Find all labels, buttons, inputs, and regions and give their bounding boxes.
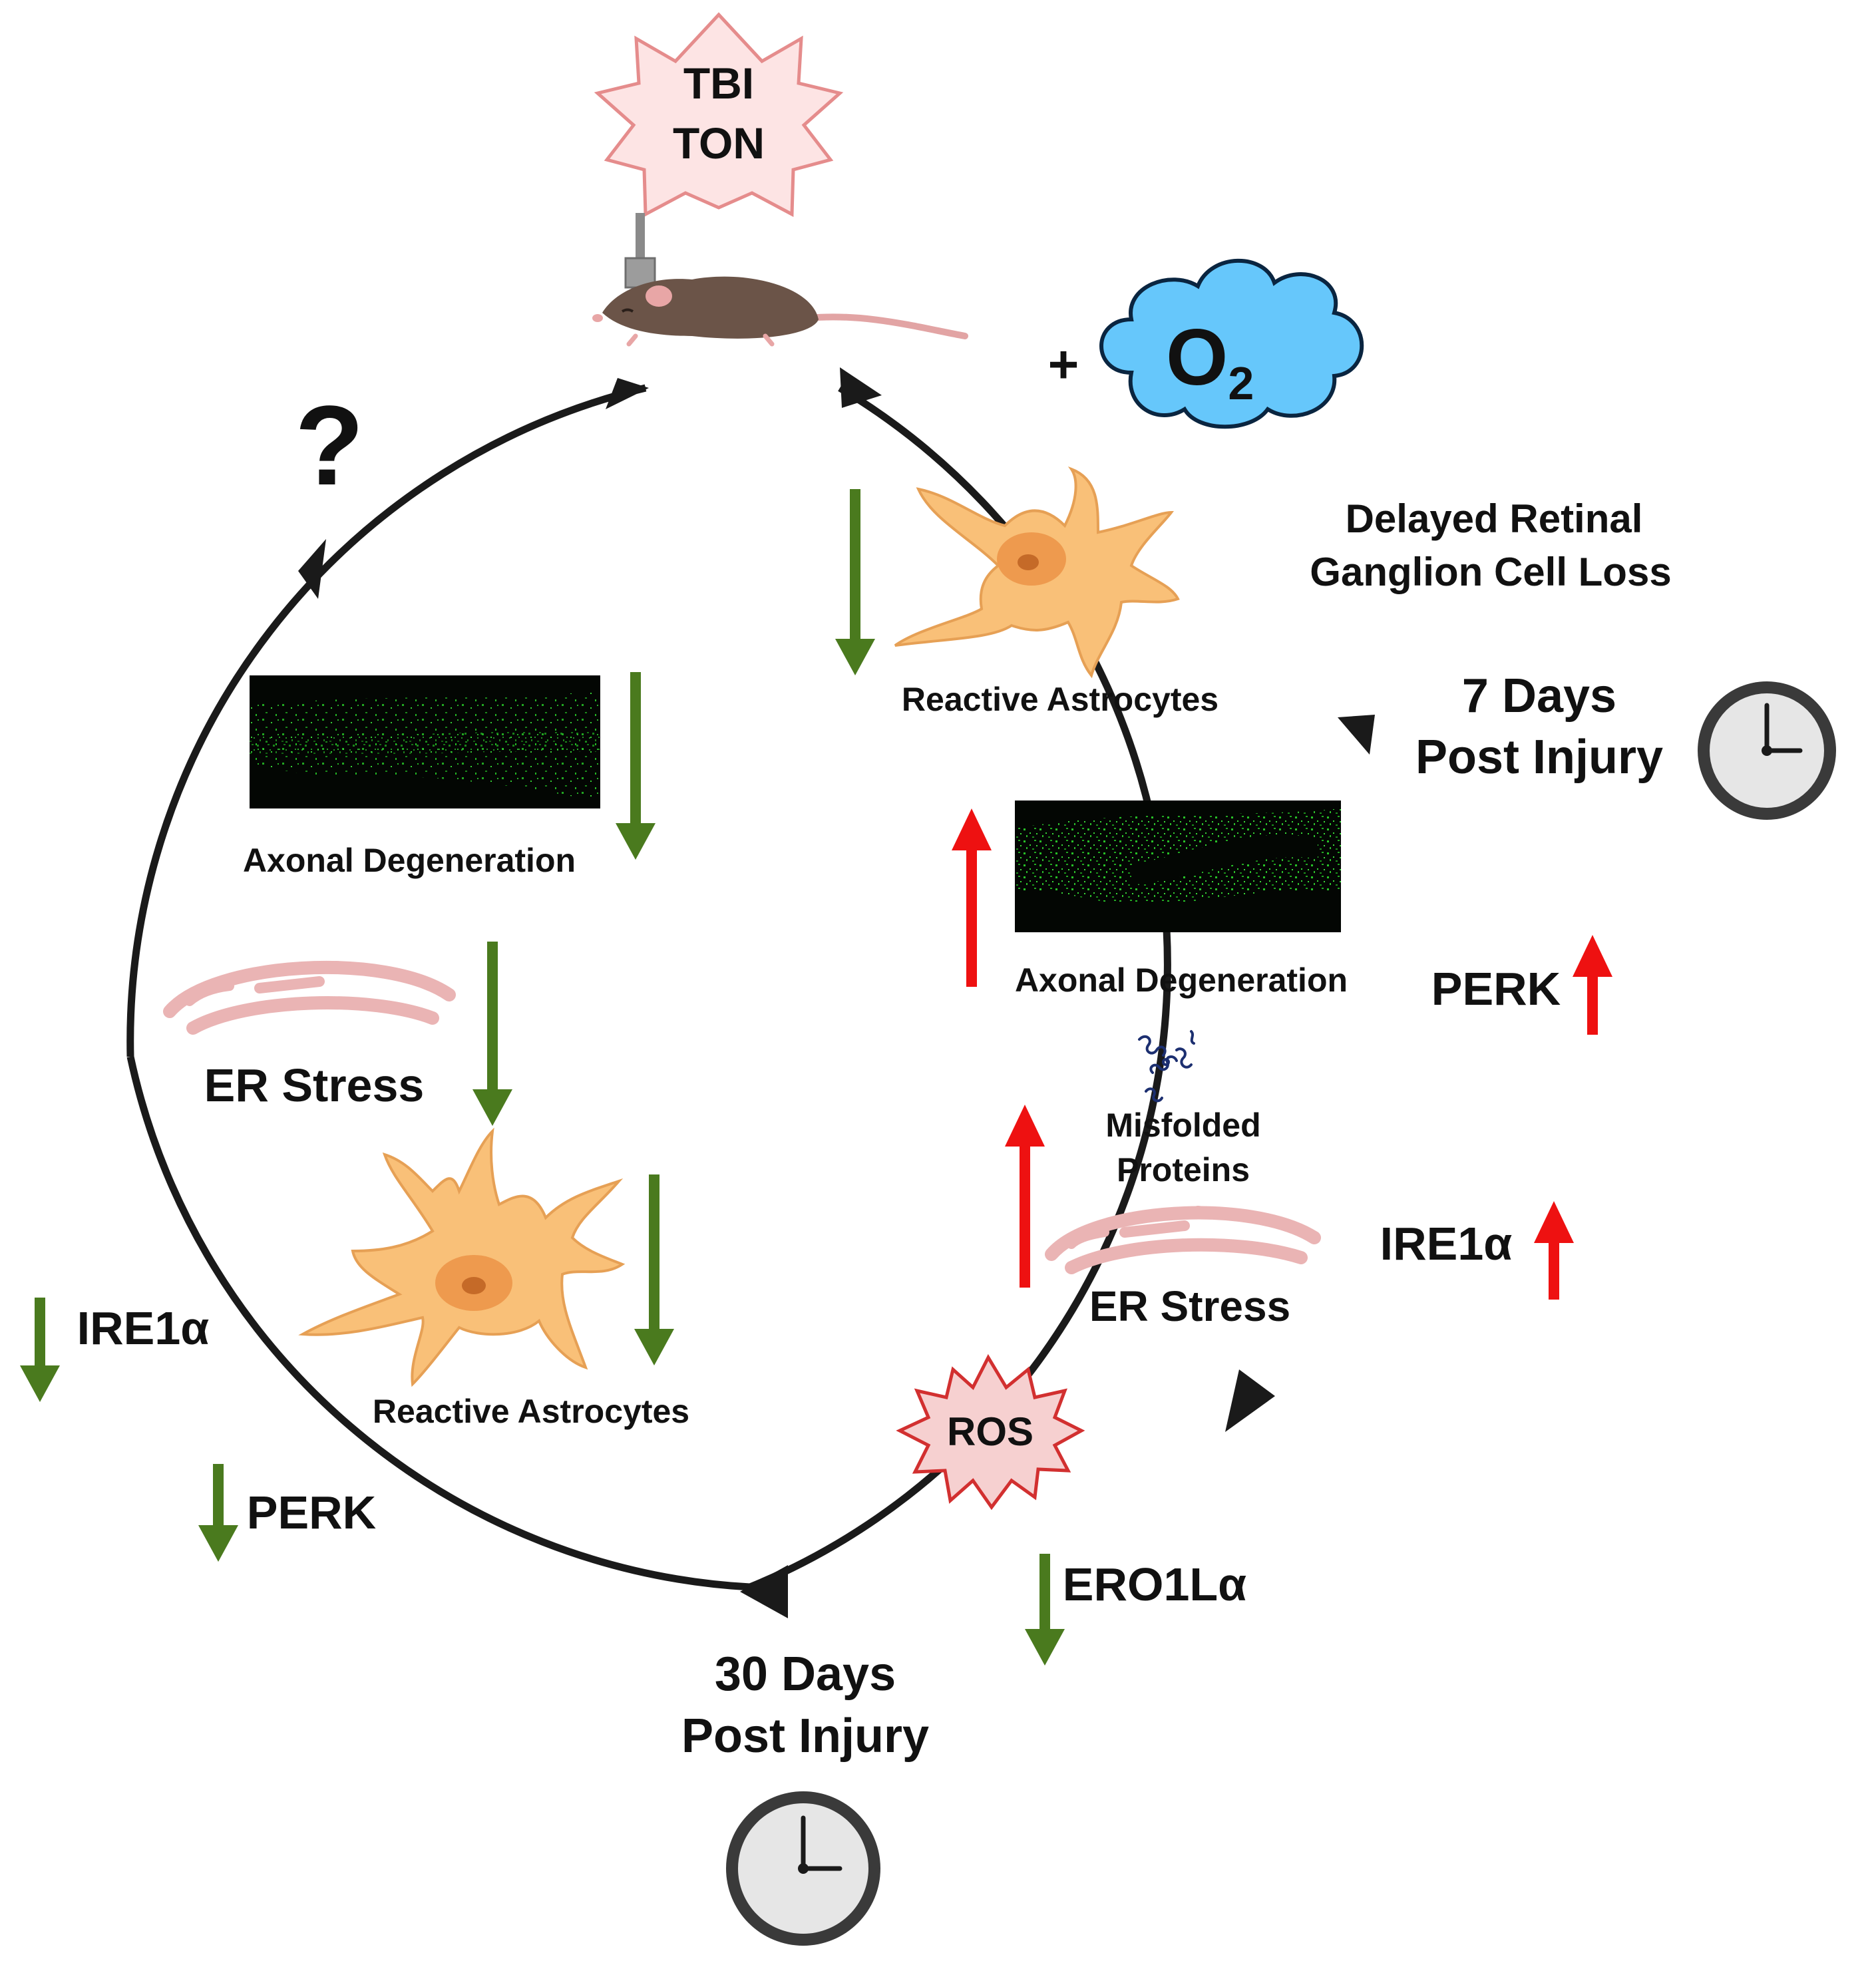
day30-perk-down-arrow (198, 1464, 238, 1562)
er-membrane-icon-day7 (1045, 1206, 1321, 1274)
day30-ire1a-label: IRE1α (77, 1302, 210, 1354)
day30-er-stress-label: ER Stress (204, 1059, 425, 1111)
question-mark: ? (295, 383, 364, 509)
day30-perk-label: PERK (247, 1487, 376, 1538)
mouse-eye (621, 308, 634, 313)
clock-icon-day30 (726, 1791, 880, 1946)
mouse-feet (626, 333, 775, 347)
mouse-tail (805, 313, 968, 339)
ero1la-label: ERO1Lα (1063, 1558, 1246, 1610)
mouse-icon (592, 213, 968, 347)
day30-axonal-degeneration-label: Axonal Degeneration (243, 842, 576, 879)
day7-astrocyte-down-arrow (835, 489, 875, 675)
delayed-rgc-loss-line1: Delayed Retinal (1346, 496, 1643, 541)
arrowhead-day7 (1338, 715, 1375, 755)
arrowhead-top-left (606, 378, 649, 409)
day30-er-stress-down-arrow (472, 942, 512, 1126)
day30-astrocyte-down-arrow (634, 1174, 674, 1365)
day30-reactive-astrocytes-label: Reactive Astrocytes (373, 1393, 689, 1430)
ero1la-down-arrow (1025, 1554, 1065, 1666)
misfolded-protein-icon (1138, 1030, 1195, 1103)
oxygen-symbol: O2 (1166, 313, 1254, 409)
misfolded-proteins-line2: Proteins (1117, 1151, 1250, 1188)
mouse-ear (643, 283, 675, 309)
day30-ire1a-down-arrow (20, 1298, 60, 1402)
injury-label-tbi: TBI (683, 59, 754, 108)
misfolded-proteins-line1: Misfolded (1105, 1107, 1260, 1144)
arrowhead-left (298, 539, 326, 599)
day7-axonal-degeneration-label: Axonal Degeneration (1015, 962, 1348, 999)
day7-ire1a-up-arrow (1534, 1201, 1574, 1300)
ros-starburst: ROS (896, 1353, 1085, 1511)
astrocyte-icon-day30 (298, 1127, 626, 1387)
ros-label: ROS (947, 1409, 1033, 1454)
day7-er-stress-up-arrow (1005, 1105, 1045, 1288)
day7-perk-up-arrow (1573, 935, 1612, 1035)
arrowhead-top-right (840, 367, 882, 408)
oxygen-group: + O2 (1048, 258, 1364, 429)
day7-label-line1: 7 Days (1462, 669, 1616, 723)
arrowhead-lower-right (1225, 1369, 1275, 1432)
microscopy-image-day7 (1015, 801, 1341, 932)
arrowhead-bottom (740, 1565, 788, 1618)
day7-reactive-astrocytes-label: Reactive Astrocytes (902, 681, 1219, 718)
delayed-rgc-loss-line2: Ganglion Cell Loss (1310, 550, 1671, 594)
cycle-arrowheads (298, 367, 1375, 1618)
oxygen-cloud (1099, 258, 1364, 429)
day7-label-line2: Post Injury (1415, 731, 1663, 784)
injury-badge: TBI TON (594, 12, 844, 218)
er-membrane-icon-day30 (163, 961, 456, 1035)
astrocyte-icon-day7 (894, 466, 1180, 679)
day7-perk-label: PERK (1431, 963, 1561, 1015)
day30-label-line2: Post Injury (681, 1709, 929, 1763)
oxygen-plus: + (1048, 335, 1079, 394)
day7-er-stress-label: ER Stress (1089, 1282, 1290, 1330)
day7-axonal-up-arrow (952, 808, 992, 987)
mouse-nose (592, 314, 603, 322)
clock-icon-day7 (1698, 681, 1836, 820)
impactor-rod (636, 213, 645, 263)
injury-star (594, 12, 844, 218)
injury-label-ton: TON (673, 118, 765, 168)
day30-label-line1: 30 Days (715, 1648, 896, 1701)
microscopy-image-day30 (250, 675, 600, 808)
day7-ire1a-label: IRE1α (1380, 1218, 1513, 1270)
day30-axonal-down-arrow (616, 672, 656, 860)
oxygen-subscript: 2 (1228, 357, 1254, 409)
